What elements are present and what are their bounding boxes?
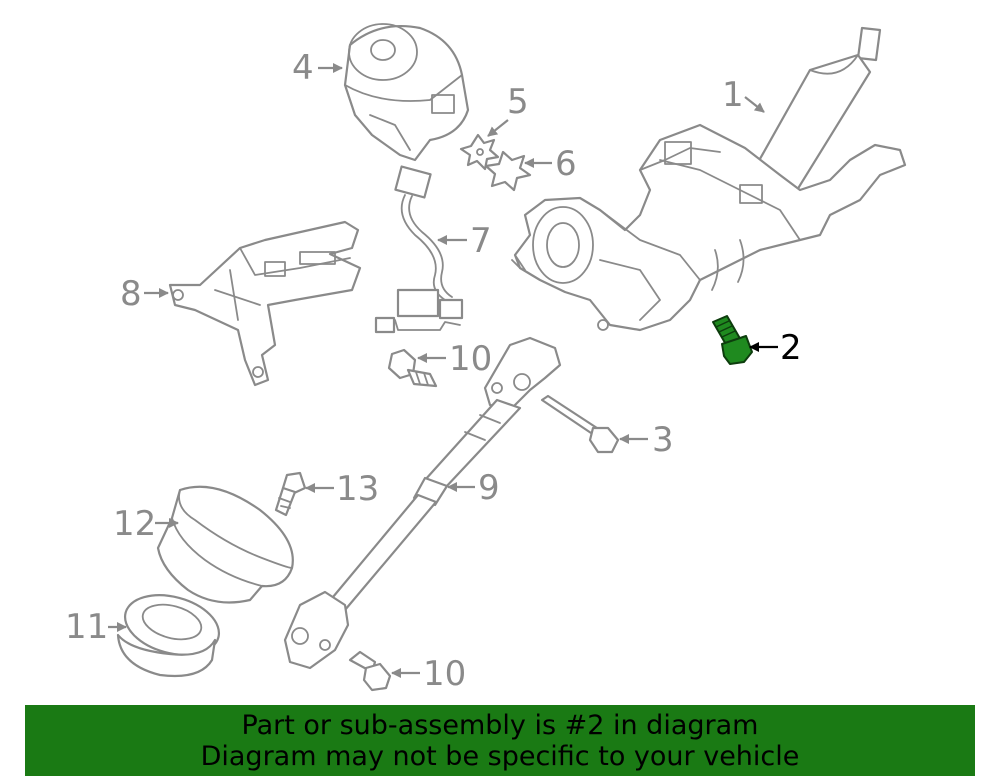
svg-text:13: 13 xyxy=(336,469,379,509)
part-3-long-bolt xyxy=(540,394,620,454)
callout-2: 2 xyxy=(749,328,802,368)
callout-1: 1 xyxy=(722,75,765,115)
part-1-steering-column xyxy=(511,26,907,332)
part-13-bolt xyxy=(274,471,307,517)
callout-11: 11 xyxy=(65,607,127,647)
svg-text:1: 1 xyxy=(722,75,744,115)
svg-text:10: 10 xyxy=(449,339,492,379)
callout-5: 5 xyxy=(487,82,529,137)
callout-7: 7 xyxy=(437,221,492,261)
part-4-ignition-switch xyxy=(343,23,470,162)
callout-10-lower: 10 xyxy=(391,654,466,694)
part-9-intermediate-shaft xyxy=(283,336,562,670)
svg-text:3: 3 xyxy=(652,420,674,460)
svg-text:4: 4 xyxy=(292,48,314,88)
part-2-bolt-highlighted xyxy=(712,315,753,365)
svg-text:6: 6 xyxy=(555,144,577,184)
banner-line-2: Diagram may not be specific to your vehi… xyxy=(200,740,800,772)
callout-12: 12 xyxy=(113,504,179,544)
svg-text:12: 12 xyxy=(113,504,156,544)
part-10-bolt-lower xyxy=(348,650,392,692)
svg-text:11: 11 xyxy=(65,607,108,647)
callout-8: 8 xyxy=(120,274,169,314)
part-5-clip xyxy=(459,133,500,171)
callout-9: 9 xyxy=(447,468,500,508)
info-banner: Part or sub-assembly is #2 in diagram Di… xyxy=(25,705,975,776)
part-6-clip xyxy=(484,150,532,192)
part-8-bracket xyxy=(168,220,362,387)
part-7-harness xyxy=(374,165,464,334)
svg-text:9: 9 xyxy=(478,468,500,508)
callout-6: 6 xyxy=(524,144,577,184)
callout-3: 3 xyxy=(619,420,674,460)
svg-text:8: 8 xyxy=(120,274,142,314)
callout-10-upper: 10 xyxy=(417,339,492,379)
parts-diagram: 1 2 3 4 5 6 7 8 9 10 10 11 xyxy=(65,23,907,694)
part-10-bolt-upper xyxy=(387,348,438,388)
svg-text:5: 5 xyxy=(507,82,529,122)
svg-text:7: 7 xyxy=(470,221,492,261)
svg-text:2: 2 xyxy=(780,328,802,368)
callout-13: 13 xyxy=(305,469,379,509)
banner-line-1: Part or sub-assembly is #2 in diagram xyxy=(241,709,759,741)
part-11-seal xyxy=(116,594,221,678)
part-12-cover xyxy=(156,485,294,604)
callout-4: 4 xyxy=(292,48,343,88)
svg-text:10: 10 xyxy=(423,654,466,694)
